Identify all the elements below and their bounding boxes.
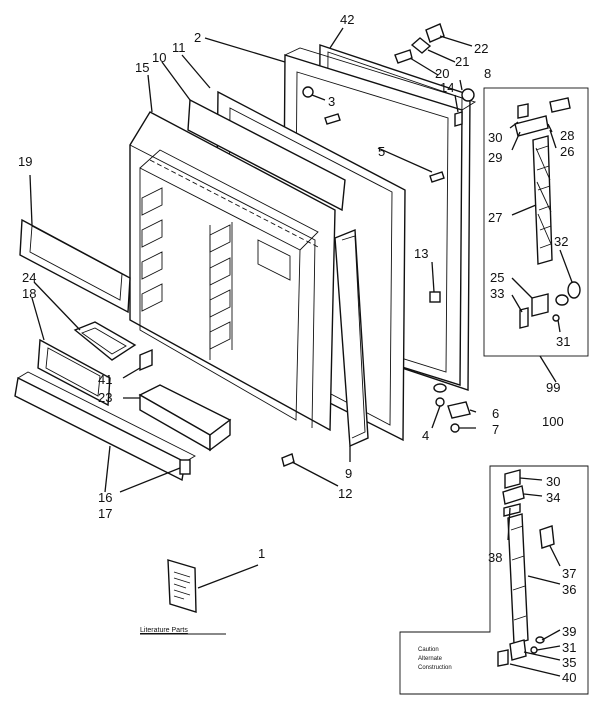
callout-99: 99 [546, 380, 560, 395]
hinge-kit-99-box [483, 87, 589, 357]
callout-31-lower: 31 [562, 640, 576, 655]
leader-lines [29, 27, 573, 677]
door-stop-part-5 [324, 113, 445, 183]
callout-27: 27 [488, 210, 502, 225]
lower-screw-12 [281, 453, 295, 467]
callout-17: 17 [98, 506, 112, 521]
callout-35: 35 [562, 655, 576, 670]
callout-6: 6 [492, 406, 499, 421]
callout-30-lower: 30 [546, 474, 560, 489]
callout-39: 39 [562, 624, 576, 639]
label-plate [429, 291, 441, 303]
callout-1: 1 [258, 546, 265, 561]
literature-booklet [167, 559, 197, 613]
callout-12: 12 [338, 486, 352, 501]
callout-3: 3 [328, 94, 335, 109]
callout-9: 9 [345, 466, 352, 481]
callout-34: 34 [546, 490, 560, 505]
callout-4: 4 [422, 428, 429, 443]
callout-32: 32 [554, 234, 568, 249]
callout-13: 13 [414, 246, 428, 261]
callout-24: 24 [22, 270, 36, 285]
callout-16: 16 [98, 490, 112, 505]
egg-shelf [73, 321, 137, 361]
callout-37: 37 [562, 566, 576, 581]
callout-5: 5 [378, 144, 385, 159]
callout-42: 42 [340, 12, 354, 27]
butter-compartment-door [19, 218, 131, 314]
callout-33: 33 [490, 286, 504, 301]
breaker-strip [187, 98, 346, 212]
callout-7: 7 [492, 422, 499, 437]
shelf-rail [14, 371, 196, 482]
callout-22: 22 [474, 41, 488, 56]
callout-30-upper: 30 [488, 130, 502, 145]
callout-19: 19 [18, 154, 32, 169]
caution-line-2: Alternate [418, 656, 443, 662]
callout-25: 25 [490, 270, 504, 285]
small-door-bin [138, 384, 232, 452]
hinge-pin-screw [302, 86, 314, 98]
callout-23: 23 [98, 390, 112, 405]
inner-door-liner [129, 111, 336, 432]
callout-21: 21 [455, 54, 469, 69]
caution-line-1: Caution [418, 647, 439, 653]
callout-2: 2 [194, 30, 201, 45]
callout-26: 26 [560, 144, 574, 159]
literature-caption: Literature Parts [140, 627, 188, 634]
top-cap-parts [394, 23, 475, 127]
caution-line-3: Construction [418, 665, 452, 671]
callout-100: 100 [542, 414, 564, 429]
callout-28: 28 [560, 128, 574, 143]
alternate-construction-box [399, 465, 589, 695]
callout-14: 14 [440, 80, 454, 95]
gasket-strip [334, 228, 369, 448]
bin-clip [139, 348, 153, 372]
door-shelf-bin [37, 338, 111, 407]
callout-38: 38 [488, 550, 502, 565]
callout-29: 29 [488, 150, 502, 165]
callout-41: 41 [98, 372, 112, 387]
callout-8: 8 [484, 66, 491, 81]
callout-10: 10 [152, 50, 166, 65]
callout-18: 18 [22, 286, 36, 301]
callout-labels: 2 42 11 10 15 3 5 22 21 20 8 14 19 24 18… [18, 12, 576, 685]
callout-40: 40 [562, 670, 576, 685]
callout-20: 20 [435, 66, 449, 81]
callout-15: 15 [135, 60, 149, 75]
callout-11: 11 [172, 40, 186, 55]
callout-36: 36 [562, 582, 576, 597]
callout-31-upper: 31 [556, 334, 570, 349]
